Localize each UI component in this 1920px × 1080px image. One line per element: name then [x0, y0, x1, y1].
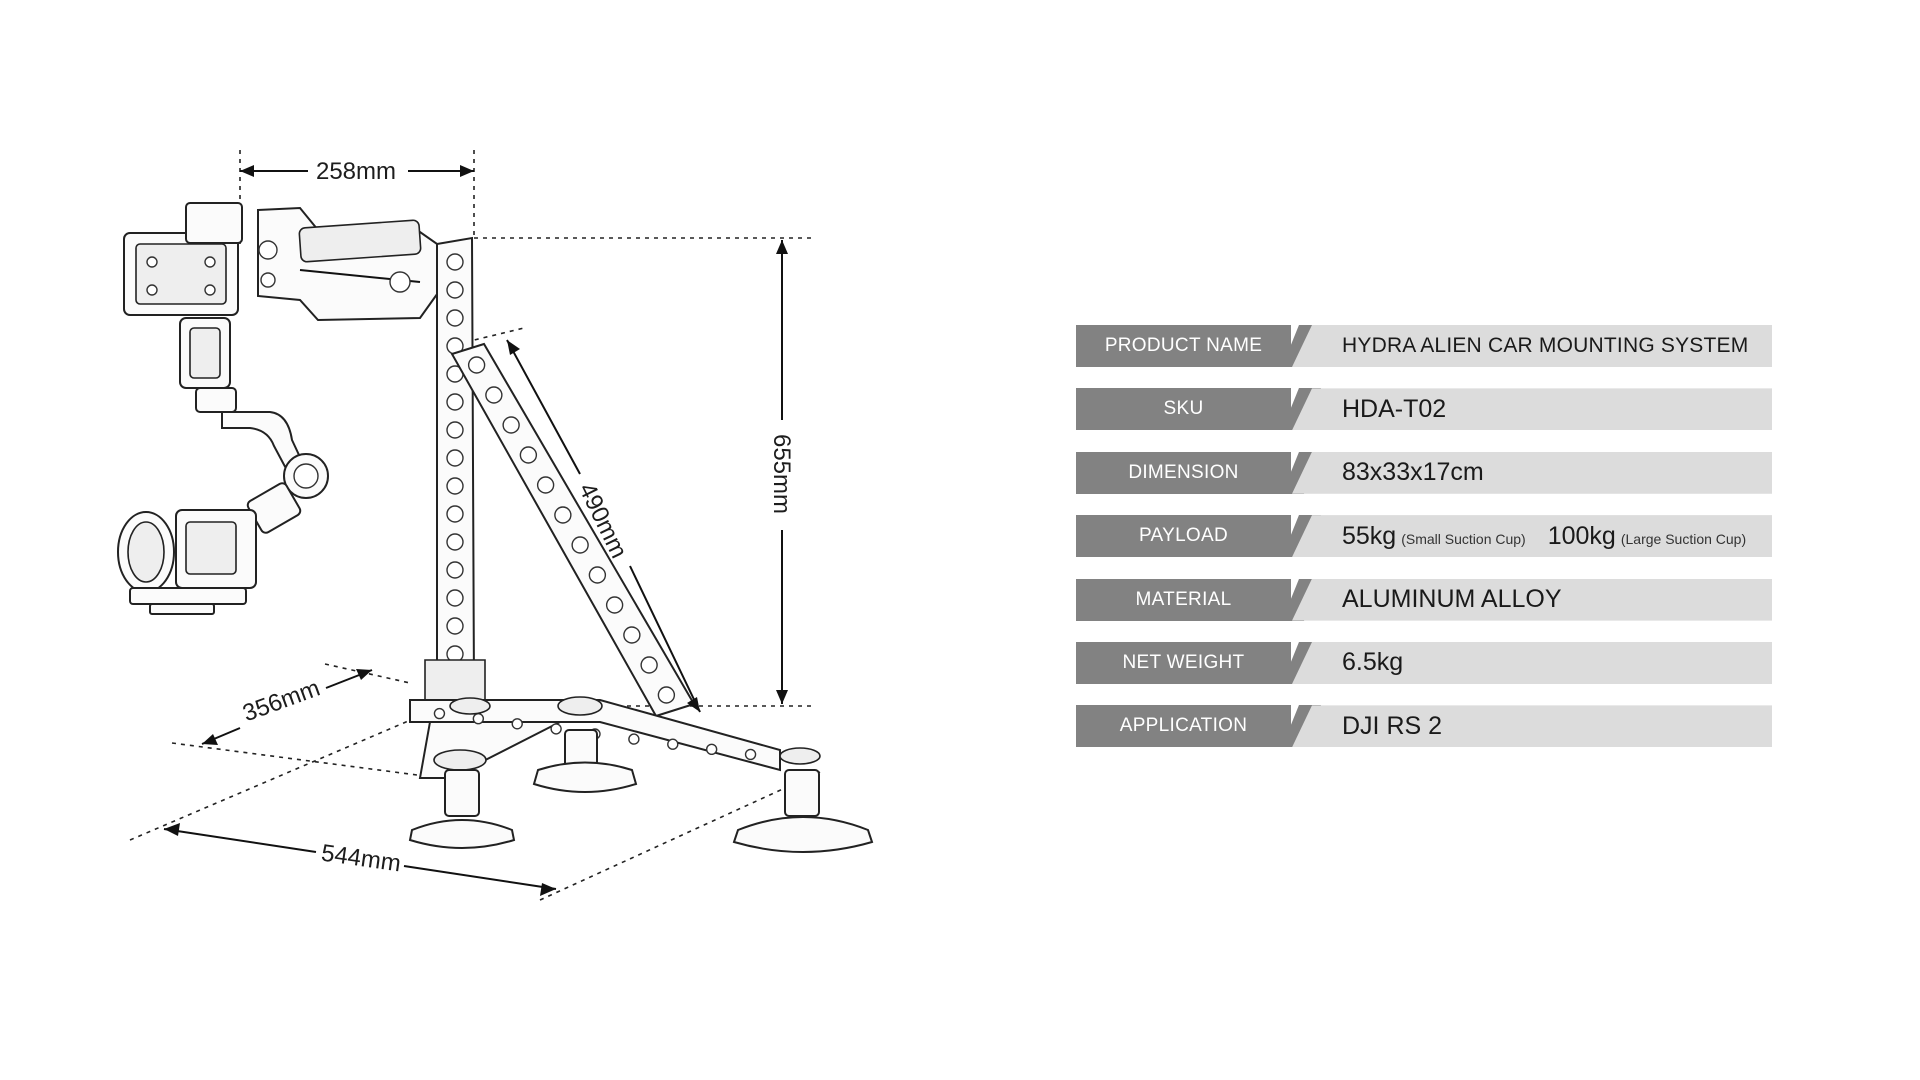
spec-row-net-weight: NET WEIGHT 6.5kg: [1076, 641, 1772, 684]
perforation-hole: [446, 393, 464, 411]
dimension-base-depth: 356mm: [201, 669, 373, 745]
spec-value: ALUMINUM ALLOY: [1292, 578, 1772, 621]
perforation-hole: [536, 476, 555, 494]
spec-row-material: MATERIAL ALUMINUM ALLOY: [1076, 578, 1772, 621]
perforation-hole: [640, 656, 658, 674]
spec-row-dimension: DIMENSION 83x33x17cm: [1076, 451, 1772, 494]
perforation-hole: [571, 536, 589, 554]
perforation-hole: [744, 748, 757, 761]
perforation-hole: [433, 707, 446, 720]
perforation-hole: [446, 309, 464, 327]
spec-value: HYDRA ALIEN CAR MOUNTING SYSTEM: [1292, 325, 1772, 367]
dim-label-544: 544mm: [320, 840, 403, 878]
base-rails: [409, 696, 821, 779]
spec-label: MATERIAL: [1076, 578, 1291, 621]
payload-small-value: 55kg: [1342, 521, 1397, 550]
perforation-hole: [519, 446, 538, 464]
perforation-hole: [511, 718, 523, 730]
perforation-hole: [446, 505, 464, 523]
perforation-hole: [446, 253, 464, 271]
perforation-hole: [446, 589, 464, 607]
perforation-hole: [446, 421, 464, 439]
spec-value: 83x33x17cm: [1292, 451, 1772, 494]
spec-row-application: APPLICATION DJI RS 2: [1076, 705, 1772, 748]
payload-large-value: 100kg: [1547, 521, 1616, 550]
perforation-hole: [446, 477, 464, 495]
perforation-hole: [446, 281, 464, 299]
dimension-top-width: 258mm: [240, 158, 474, 185]
dimension-height: 655mm: [768, 240, 795, 704]
gimbal-rig: [117, 202, 441, 615]
spec-value: DJI RS 2: [1292, 705, 1772, 748]
perforation-hole: [446, 533, 464, 551]
payload-small-note: (Small Suction Cup): [1401, 531, 1526, 548]
perforation-hole: [605, 596, 624, 614]
spec-table: PRODUCT NAME HYDRA ALIEN CAR MOUNTING SY…: [1076, 325, 1772, 769]
spec-value: HDA-T02: [1292, 388, 1772, 431]
suction-cups: [408, 729, 874, 853]
dim-label-655: 655mm: [768, 434, 795, 514]
spec-label: SKU: [1076, 388, 1291, 431]
perforation-hole: [588, 566, 607, 584]
perforation-hole: [628, 733, 640, 745]
perforation-hole: [705, 743, 718, 756]
perforation-hole: [485, 386, 503, 404]
perforation-hole: [472, 712, 485, 725]
vertical-post: [424, 236, 486, 701]
perforation-hole: [554, 506, 572, 524]
spec-label: APPLICATION: [1076, 705, 1291, 748]
spec-label: DIMENSION: [1076, 451, 1291, 494]
perforation-hole: [502, 416, 520, 434]
dimension-brace: 490mm: [506, 339, 701, 713]
spec-row-payload: PAYLOAD 55kg (Small Suction Cup) 100kg (…: [1076, 515, 1772, 558]
perforation-hole: [446, 449, 464, 467]
spec-label: NET WEIGHT: [1076, 641, 1291, 684]
spec-value-payload: 55kg (Small Suction Cup) 100kg (Large Su…: [1292, 515, 1772, 558]
spec-value: 6.5kg: [1292, 641, 1772, 684]
spec-label: PAYLOAD: [1076, 515, 1291, 558]
spec-row-sku: SKU HDA-T02: [1076, 388, 1772, 431]
perforation-hole: [550, 723, 562, 735]
perforation-hole: [446, 617, 464, 635]
perforation-hole: [623, 626, 641, 644]
dim-label-258: 258mm: [316, 158, 396, 185]
perforation-hole: [657, 686, 676, 704]
spec-row-product-name: PRODUCT NAME HYDRA ALIEN CAR MOUNTING SY…: [1076, 325, 1772, 367]
spec-label: PRODUCT NAME: [1076, 325, 1291, 367]
payload-large-note: (Large Suction Cup): [1620, 531, 1747, 548]
extension-lines: [129, 150, 821, 901]
mount-line-drawing: 258mm 655mm 490mm 356mm 544mm: [117, 150, 874, 901]
perforation-hole: [667, 738, 679, 750]
dim-label-356: 356mm: [239, 675, 323, 728]
perforation-hole: [446, 561, 464, 579]
diagonal-brace: [450, 342, 696, 718]
perforation-hole: [467, 356, 486, 374]
